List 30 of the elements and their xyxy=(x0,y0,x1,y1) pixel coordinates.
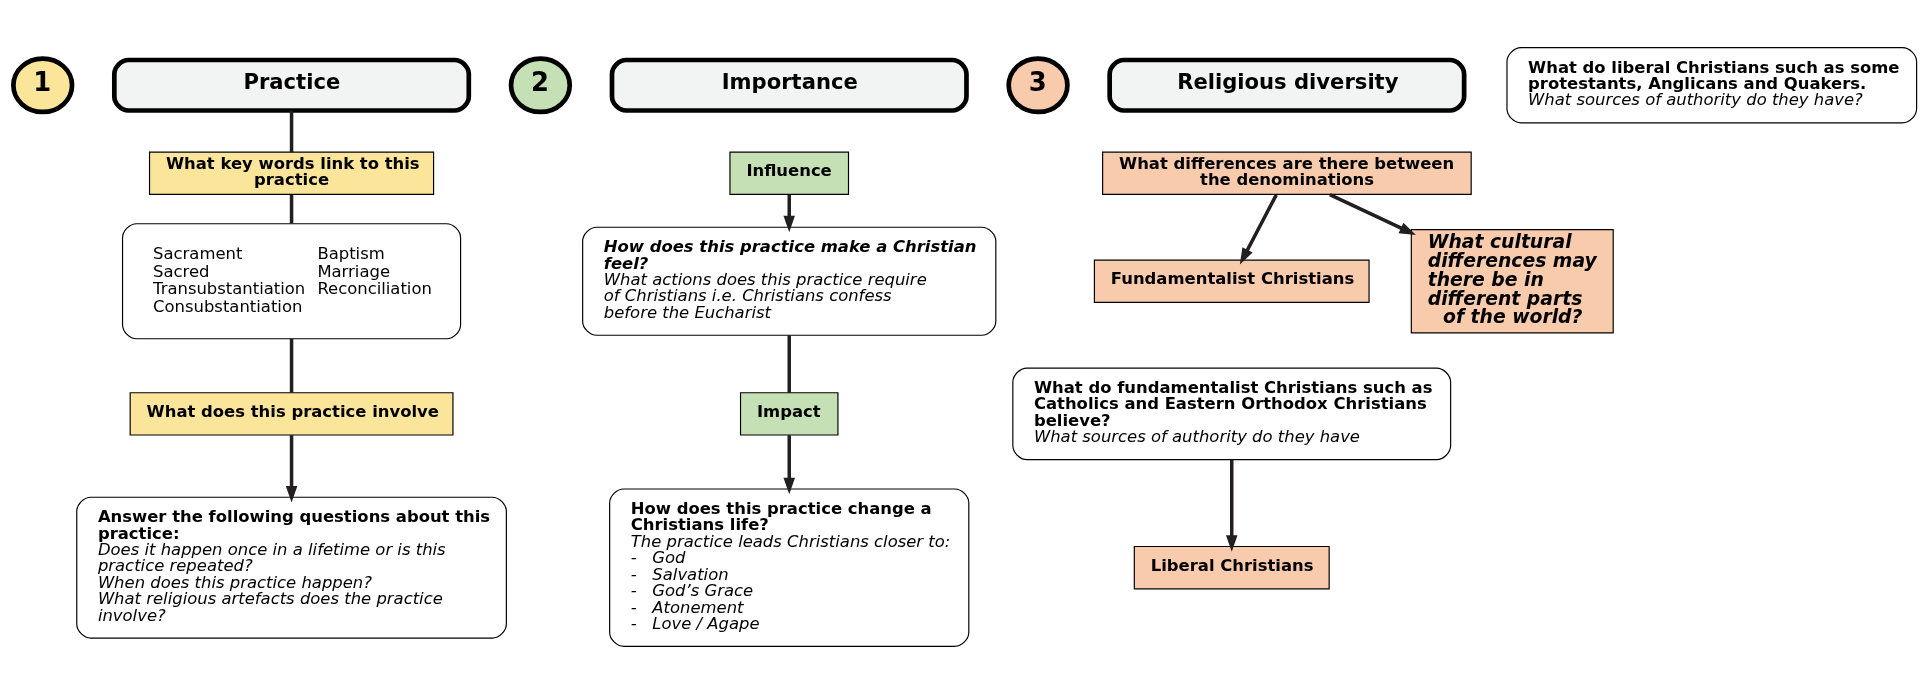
node-box: Impact xyxy=(739,392,839,436)
node-box: Answer the following questions about this practice: Does it happen once in a lifetime or is this practice repeated? When does this practice happen? What religious artefacts does the practice involve? xyxy=(76,496,507,639)
connector xyxy=(787,335,791,393)
arrow xyxy=(285,435,298,503)
node-box: What key words link to this practice xyxy=(148,151,435,195)
arrow xyxy=(783,435,795,495)
node-circle: 1 xyxy=(11,56,75,115)
node-box: What does this practice involve xyxy=(129,392,454,436)
node-box: What do fundamentalist Christians such as Catholics and Eastern Orthodox Christians believe? What sources of authority do they have xyxy=(1012,367,1452,461)
arrow xyxy=(1239,194,1278,265)
connector xyxy=(289,110,294,153)
node-box: Practice xyxy=(112,57,472,113)
connector xyxy=(289,194,294,224)
node-box: Sacrament Sacred Transubstantiation Consubstantiation Baptism Marriage Reconciliation xyxy=(121,223,462,340)
node-box: Fundamentalist Christians xyxy=(1093,259,1370,303)
arrow xyxy=(783,194,795,233)
node-box: How does this practice change a Christians life? The practice leads Christians closer to: - God - Salvation - God’s Grace - Atonement - Love / Agape xyxy=(609,488,970,647)
node-box: How does this practice make a Christian feel? What actions does this practice require of Christians i.e. Christians confess before the Eucharist xyxy=(582,226,997,336)
node-box: Influence xyxy=(729,151,850,195)
node-box: What differences are there between the denominations xyxy=(1102,151,1472,195)
arrow xyxy=(1225,459,1238,552)
node-box: What do liberal Christians such as some protestants, Anglicans and Quakers. What sources of authority do they have? xyxy=(1506,47,1918,124)
connector xyxy=(289,338,294,393)
node-circle: 3 xyxy=(1006,56,1070,115)
arrow xyxy=(1329,193,1416,235)
node-box: Importance xyxy=(609,57,969,113)
node-box: Religious diversity xyxy=(1107,57,1467,113)
node-circle: 2 xyxy=(508,56,573,115)
node-box: Liberal Christians xyxy=(1133,545,1330,590)
node-box: What cultural differences may there be in different parts of the world? xyxy=(1410,229,1614,334)
